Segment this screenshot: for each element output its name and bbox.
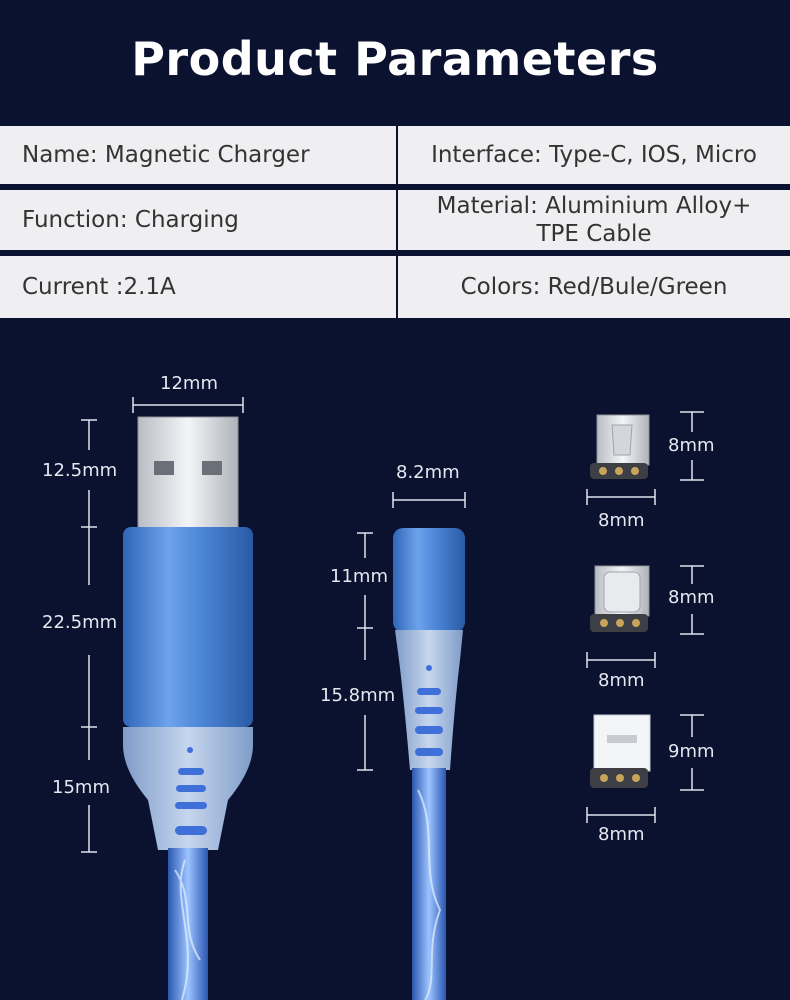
param-colors-text: Colors: Red/Bule/Green — [460, 274, 728, 300]
usb-height-dimensions — [81, 419, 97, 853]
row-divider — [396, 126, 398, 184]
type-c-tip-width-label: 8mm — [598, 670, 645, 691]
param-interface: Interface: Type-C, IOS, Micro — [398, 126, 790, 184]
magnetic-head — [393, 528, 465, 632]
param-row-name: Name: Magnetic Charger Interface: Type-C… — [0, 126, 790, 184]
usb-cable — [81, 397, 253, 1000]
micro-tip-width-label: 8mm — [598, 510, 645, 531]
param-row-function: Function: Charging Material: Aluminium A… — [0, 190, 790, 250]
magnetic-width-dimension — [392, 492, 466, 508]
type-c-tip-height-label: 8mm — [668, 587, 715, 608]
usb-width-dimension — [132, 397, 244, 413]
param-row-current: Current :2.1A Colors: Red/Bule/Green — [0, 256, 790, 318]
param-colors: Colors: Red/Bule/Green — [398, 256, 790, 318]
usb-housing — [123, 527, 253, 727]
magnetic-height-dimensions — [357, 532, 373, 771]
row-divider — [396, 256, 398, 318]
param-function: Function: Charging — [22, 207, 239, 233]
magnetic-width-label: 8.2mm — [396, 462, 460, 483]
magnetic-cable — [357, 492, 466, 1000]
lightning-tip-width-label: 8mm — [598, 824, 645, 845]
usb-housing-label: 22.5mm — [42, 612, 118, 633]
param-material-line2: TPE Cable — [536, 221, 652, 247]
magnetic-sleeve — [395, 630, 463, 770]
magnetic-sleeve-label: 15.8mm — [320, 685, 396, 706]
lightning-tip-height-label: 9mm — [668, 741, 715, 762]
param-current: Current :2.1A — [22, 274, 176, 300]
type-c-tip-illustration — [586, 565, 704, 668]
usb-width-label: 12mm — [160, 373, 218, 394]
page-title: Product Parameters — [131, 32, 659, 86]
param-name: Name: Magnetic Charger — [22, 142, 310, 168]
usb-sleeve-label: 15mm — [52, 777, 110, 798]
micro-tip-height-label: 8mm — [668, 435, 715, 456]
param-material: Material: Aluminium Alloy+ TPE Cable — [398, 190, 790, 250]
usb-plug-label: 12.5mm — [42, 460, 118, 481]
magnetic-head-label: 11mm — [330, 566, 388, 587]
param-interface-text: Interface: Type-C, IOS, Micro — [431, 142, 757, 168]
micro-usb-tip-illustration — [586, 411, 704, 505]
param-material-line1: Material: Aluminium Alloy+ — [436, 193, 752, 219]
usb-plug-slot-right — [202, 461, 222, 475]
lightning-tip-illustration — [586, 714, 704, 823]
usb-plug-slot-left — [154, 461, 174, 475]
magnetic-cable-body — [412, 768, 446, 1000]
usb-plug — [137, 416, 239, 532]
row-divider — [396, 190, 398, 250]
